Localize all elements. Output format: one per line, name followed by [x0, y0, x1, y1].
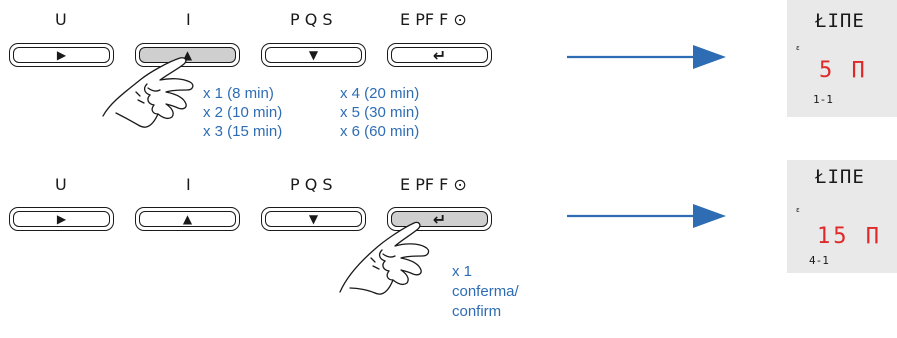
- confirm-count: x 1: [452, 263, 473, 280]
- key-i-button-row1[interactable]: ▲: [135, 43, 240, 67]
- lcd-subtext: 1-1: [813, 93, 833, 106]
- lcd-value: 15 Π: [817, 224, 882, 249]
- confirm-note: x 1 conferma/ confirm: [452, 262, 519, 322]
- key-epff-button-row1[interactable]: ↵: [387, 43, 492, 67]
- lcd-title: ŁIΠE: [815, 166, 865, 188]
- play-right-icon: ▶: [13, 211, 110, 227]
- lcd-indicator: ε: [796, 206, 800, 214]
- arrow-down-icon: ▼: [265, 47, 362, 63]
- key-pqs-button-row1[interactable]: ▼: [261, 43, 366, 67]
- label-epff-row1: E PF F ⊙: [400, 10, 467, 29]
- press-count-item: x 4 (20 min): [340, 85, 420, 102]
- label-pqs-row2: P Q S: [290, 175, 333, 194]
- label-i-row2: I: [186, 175, 191, 194]
- enter-return-icon: ↵: [391, 46, 488, 65]
- label-u-row1: U: [55, 10, 67, 29]
- label-pqs-row1: P Q S: [290, 10, 333, 29]
- label-epff-row2: E PF F ⊙: [400, 175, 467, 194]
- pointing-hand-icon: [339, 221, 430, 295]
- press-count-item: x 2 (10 min): [203, 104, 283, 121]
- play-right-icon: ▶: [13, 47, 110, 63]
- right-arrow-icon: [567, 45, 726, 69]
- key-i-button-row2[interactable]: ▲: [135, 207, 240, 231]
- label-u-row2: U: [55, 175, 67, 194]
- confirm-label-en: confirm: [452, 303, 502, 320]
- press-count-item: x 5 (30 min): [340, 104, 420, 121]
- key-u-button-row1[interactable]: ▶: [9, 43, 114, 67]
- lcd-subtext: 4-1: [809, 254, 829, 267]
- arrow-up-icon: ▲: [139, 211, 236, 227]
- press-count-item: x 6 (60 min): [340, 123, 420, 140]
- confirm-label-it: conferma/: [452, 283, 519, 300]
- press-count-list-2: x 4 (20 min) x 5 (30 min) x 6 (60 min): [340, 84, 419, 141]
- lcd-display-2: ŁIΠE ε 15 Π 4-1: [787, 160, 897, 273]
- arrow-down-icon: ▼: [265, 211, 362, 227]
- press-count-list-1: x 1 (8 min) x 2 (10 min) x 3 (15 min): [203, 84, 282, 141]
- press-count-item: x 1 (8 min): [203, 85, 274, 102]
- lcd-title: ŁIΠE: [815, 10, 865, 32]
- press-count-item: x 3 (15 min): [203, 123, 283, 140]
- lcd-indicator: ε: [796, 44, 800, 52]
- arrow-up-icon: ▲: [139, 47, 236, 63]
- lcd-value: 5 Π: [819, 58, 868, 83]
- right-arrow-icon: [567, 204, 726, 228]
- label-i-row1: I: [186, 10, 191, 29]
- key-u-button-row2[interactable]: ▶: [9, 207, 114, 231]
- key-pqs-button-row2[interactable]: ▼: [261, 207, 366, 231]
- pointing-hand-icon: [102, 57, 194, 128]
- lcd-display-1: ŁIΠE ε 5 Π 1-1: [787, 0, 897, 117]
